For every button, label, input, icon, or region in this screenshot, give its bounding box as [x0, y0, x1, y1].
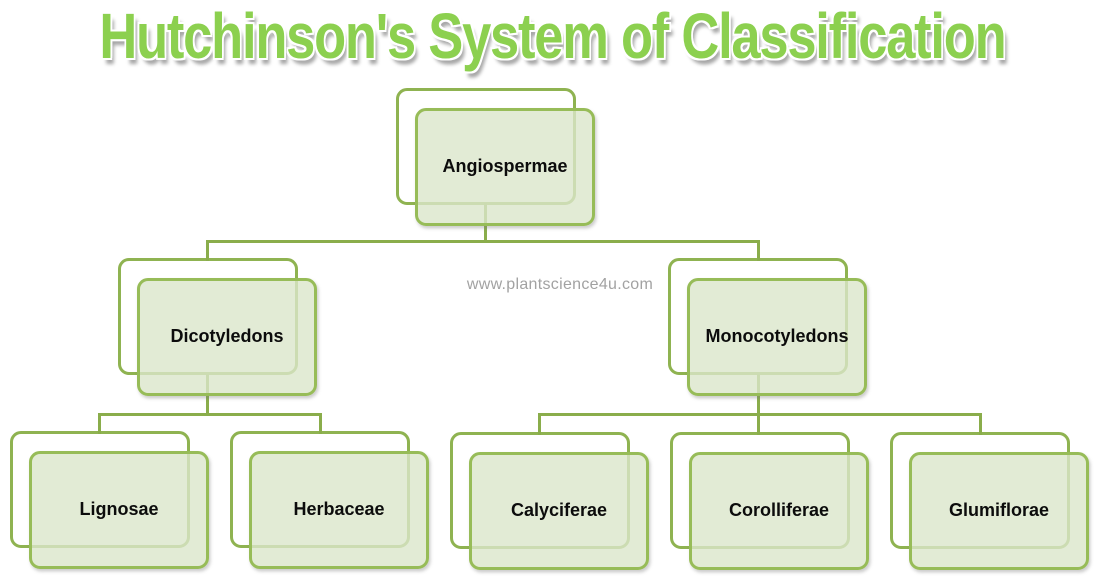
node-lignosae-box: Lignosae — [29, 451, 209, 569]
page-title: Hutchinson's System of Classification — [0, 0, 1101, 74]
node-herbaceae-box: Herbaceae — [249, 451, 429, 569]
node-angiospermae-label: Angiospermae — [442, 156, 568, 177]
connector-drop-glumiflorae — [979, 413, 982, 435]
connector-drop-dicotyledons — [206, 240, 209, 261]
node-calyciferae-box: Calyciferae — [469, 452, 649, 570]
node-calyciferae-label: Calyciferae — [510, 500, 608, 521]
node-glumiflorae-label: Glumiflorae — [948, 500, 1050, 521]
node-lignosae-label: Lignosae — [79, 499, 159, 520]
connector-level2-right-horizontal — [538, 413, 982, 416]
node-dicotyledons-label: Dicotyledons — [170, 326, 284, 347]
page-title-text: Hutchinson's System of Classification — [99, 0, 1006, 72]
connector-level1-horizontal — [206, 240, 760, 243]
node-corolliferae-box: Corolliferae — [689, 452, 869, 570]
watermark-text: www.plantscience4u.com — [466, 276, 654, 293]
connector-drop-herbaceae — [319, 413, 322, 434]
node-herbaceae-label: Herbaceae — [293, 499, 385, 520]
node-dicotyledons-box: Dicotyledons — [137, 278, 317, 396]
connector-level2-left-horizontal — [98, 413, 322, 416]
connector-drop-monocotyledons — [757, 240, 760, 261]
node-angiospermae-box: Angiospermae — [415, 108, 595, 226]
node-corolliferae-label: Corolliferae — [728, 500, 830, 521]
node-monocotyledons-label: Monocotyledons — [705, 326, 849, 347]
node-glumiflorae-box: Glumiflorae — [909, 452, 1089, 570]
connector-drop-calyciferae — [538, 413, 541, 435]
connector-drop-lignosae — [98, 413, 101, 434]
connector-monocotyledons-stem — [757, 374, 760, 435]
node-monocotyledons-box: Monocotyledons — [687, 278, 867, 396]
